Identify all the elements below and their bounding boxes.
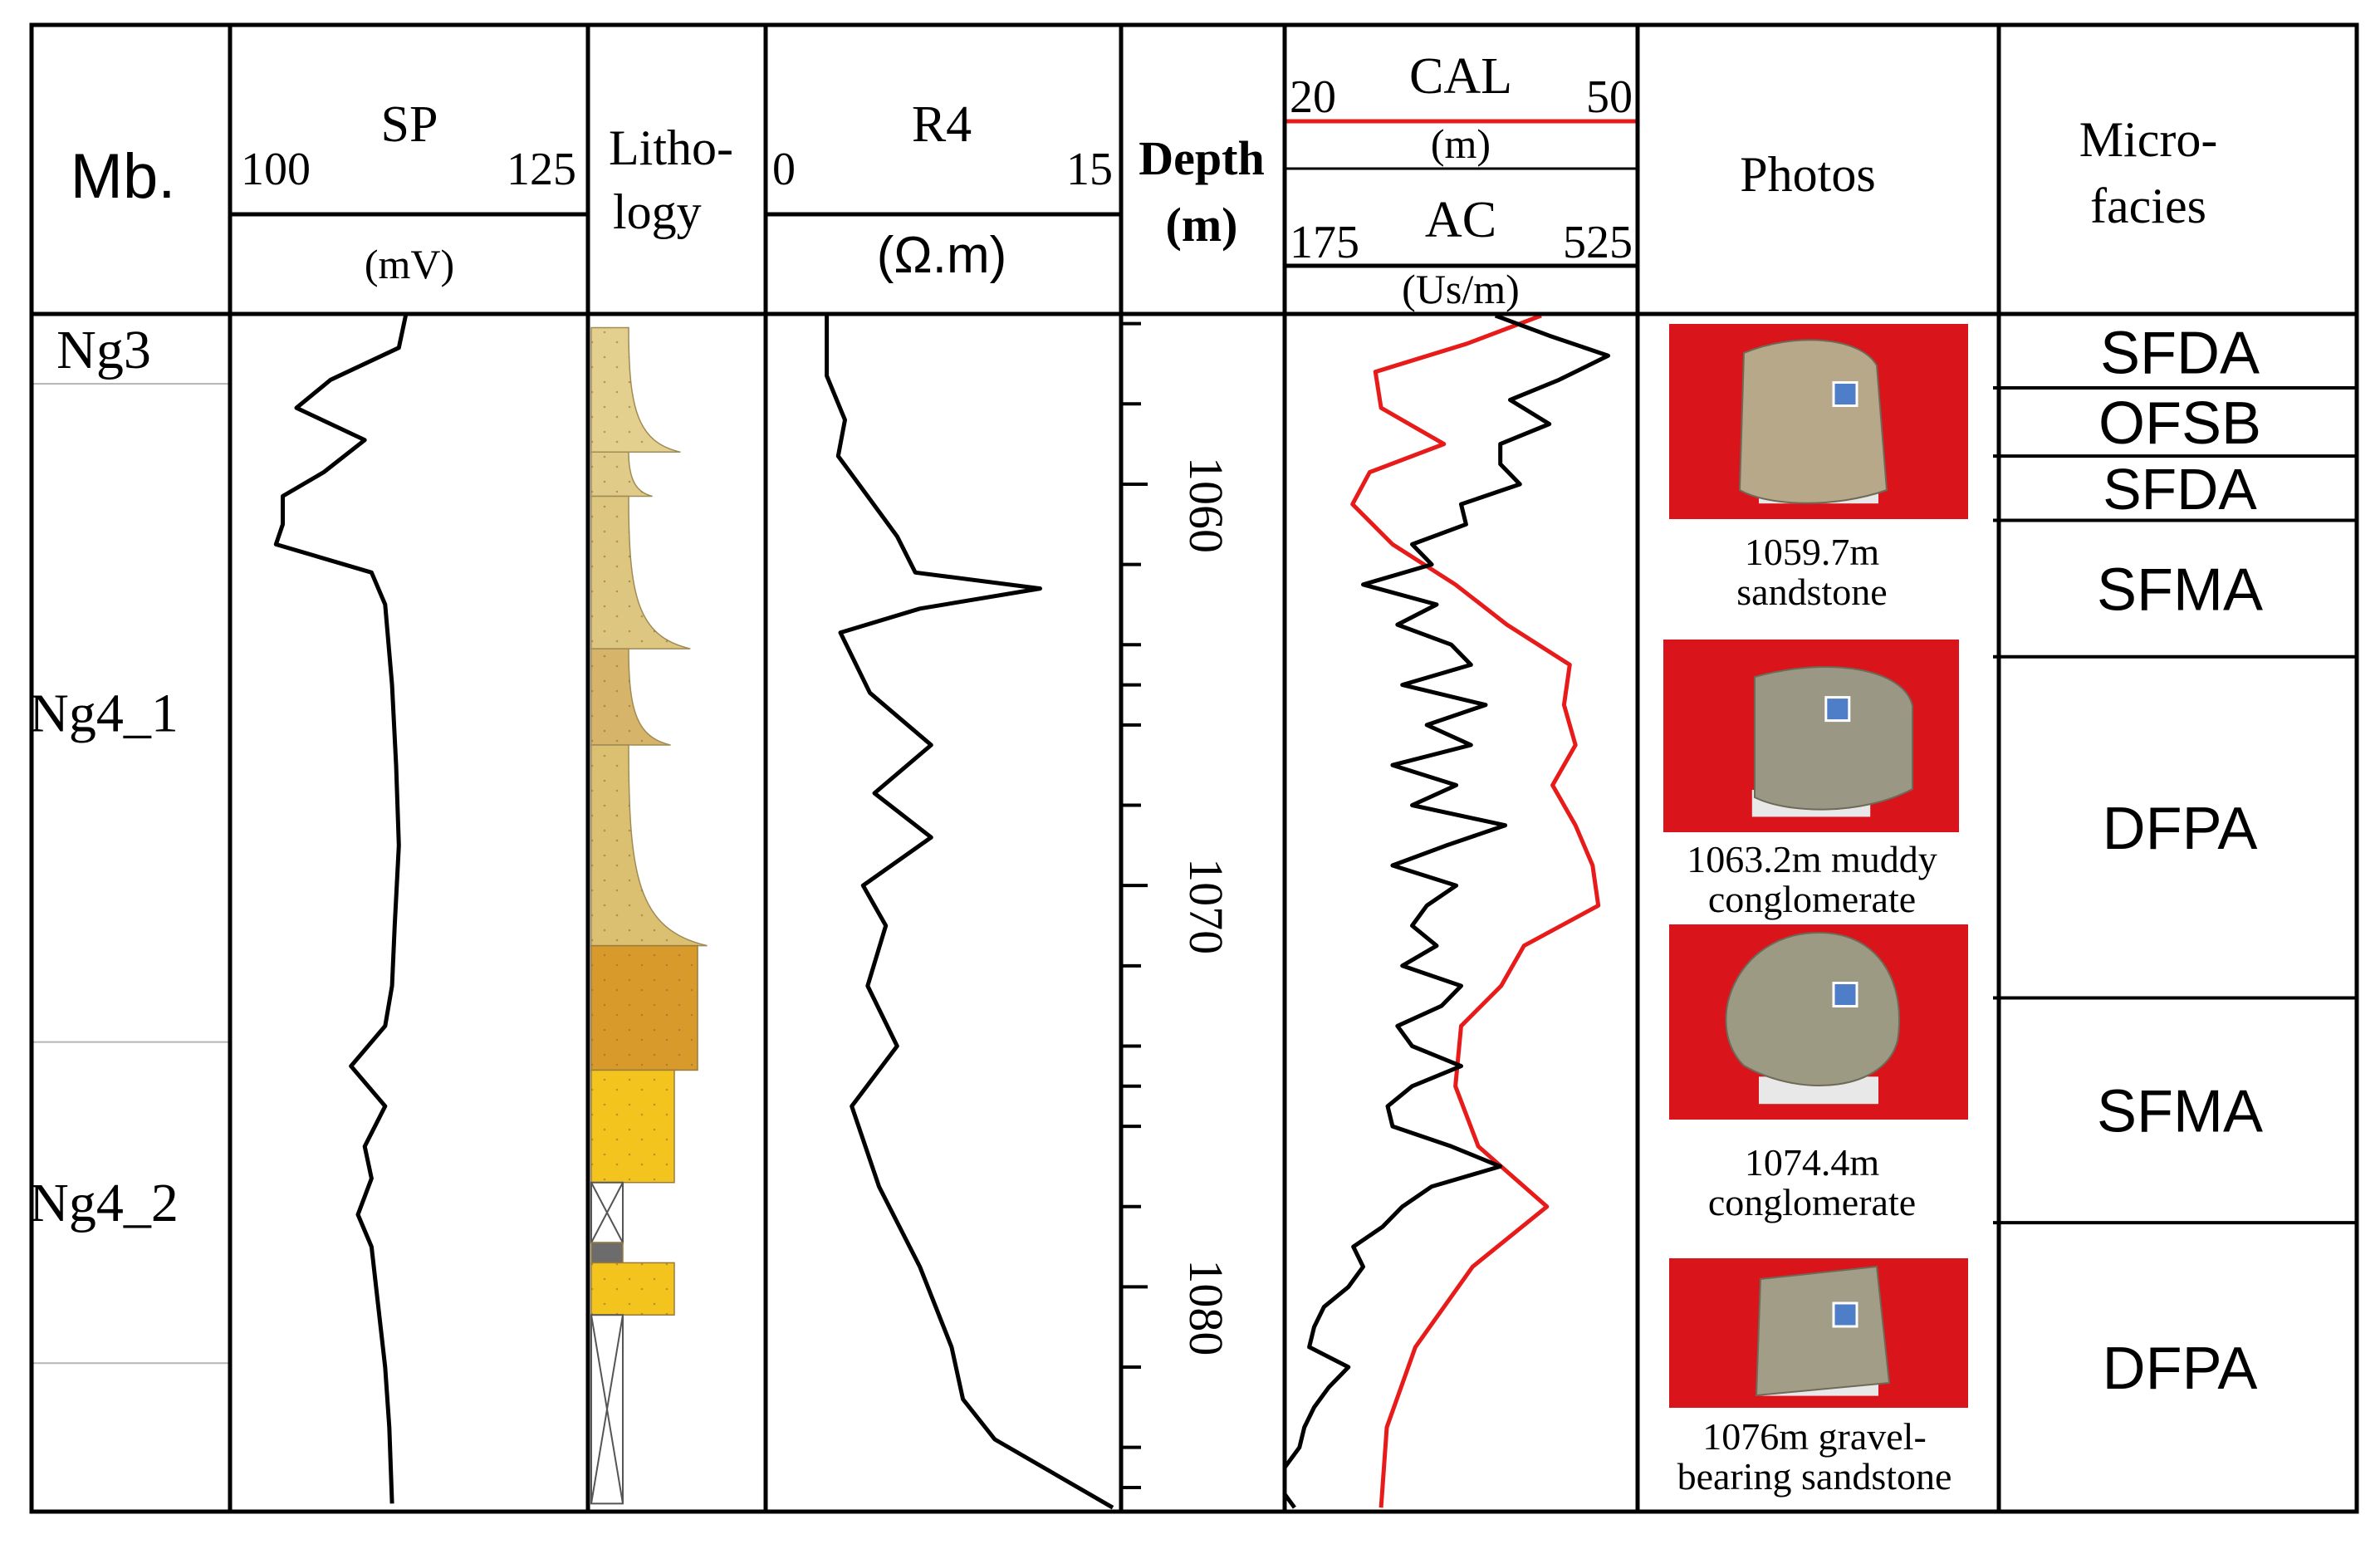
lithology-texture [591, 945, 698, 1071]
r4-curve [825, 316, 1114, 1510]
photo-caption-1-line1: 1059.7m [1745, 531, 1880, 573]
lithology-texture [591, 1262, 674, 1316]
lithology-texture [591, 327, 681, 453]
sp-curve [273, 316, 408, 1504]
lithology-cross [590, 1315, 624, 1504]
photo-caption-3-line1: 1074.4m [1745, 1141, 1880, 1184]
ac-max: 525 [1563, 217, 1633, 268]
core-sample [1755, 1265, 1891, 1397]
member-label: Ng4_1 [29, 683, 179, 743]
depth-track: 1060 1070 1080 [1123, 321, 1233, 1490]
depth-header-line2: (m) [1166, 198, 1238, 252]
depth-header-line1: Depth [1139, 131, 1264, 185]
ac-unit: (Us/m) [1402, 266, 1520, 312]
microfacies-label: SFDA [2103, 457, 2257, 522]
table-grid [29, 22, 2359, 1514]
depth-label-1070: 1070 [1179, 858, 1233, 954]
microfacies-label: SFMA [2097, 557, 2263, 624]
ac-curve [1285, 316, 1610, 1509]
core-sample [1754, 665, 1913, 811]
cal-unit: (m) [1431, 120, 1491, 167]
lithology-texture [591, 452, 653, 497]
scale-card [1832, 1301, 1858, 1328]
photo-caption-4-line1: 1076m gravel- [1702, 1415, 1927, 1458]
microfacies-label: DFPA [2103, 796, 2258, 862]
lithology-texture [591, 649, 671, 746]
photo-caption-4-line2: bearing sandstone [1677, 1455, 1952, 1497]
microfacies-header-line1: Micro- [2079, 112, 2218, 167]
scale-card [1824, 696, 1851, 723]
lithology-texture [591, 1070, 674, 1183]
lithology-header-line1: Litho- [609, 120, 733, 175]
sp-name: SP [381, 96, 438, 153]
sp-max: 125 [507, 144, 576, 195]
photo-caption-2-line2: conglomerate [1708, 878, 1916, 920]
ac-name: AC [1425, 192, 1496, 248]
member-header: Mb. [71, 141, 176, 212]
lithology-header-line2: logy [613, 184, 702, 239]
microfacies-header-line2: facies [2090, 179, 2206, 233]
sp-unit: (mV) [365, 241, 454, 287]
lithology-column [590, 326, 708, 1505]
core-sample [1725, 931, 1901, 1086]
ac-min: 175 [1290, 217, 1359, 268]
photo-caption-3-line2: conglomerate [1708, 1181, 1916, 1223]
r4-min: 0 [772, 144, 796, 195]
photo-caption-2-line1: 1063.2m muddy [1687, 838, 1937, 880]
microfacies-label: SFMA [2097, 1079, 2263, 1145]
sp-min: 100 [241, 144, 311, 195]
photos-column: 1059.7m sandstone 1063.2m muddy conglome… [1663, 324, 1968, 1497]
cal-curve [1350, 316, 1601, 1508]
cal-min: 20 [1290, 71, 1336, 123]
header-scale-lines [230, 119, 1638, 268]
depth-label-1060: 1060 [1179, 457, 1233, 553]
header-row: Mb. SP 100 125 (mV) Litho- logy R4 0 15 … [71, 48, 2218, 312]
member-label: Ng4_2 [29, 1173, 179, 1233]
cal-name: CAL [1409, 48, 1512, 105]
depth-label-1080: 1080 [1179, 1259, 1233, 1355]
r4-unit: (Ω.m) [877, 227, 1007, 284]
photos-header: Photos [1740, 147, 1875, 202]
lithology-texture [591, 496, 691, 649]
lithology-cross [590, 1182, 624, 1243]
scale-card [1832, 381, 1858, 407]
core-sample [1738, 339, 1888, 504]
scale-card [1832, 982, 1858, 1007]
microfacies-label: SFDA [2100, 320, 2260, 386]
cal-max: 50 [1586, 71, 1633, 123]
microfacies-label: OFSB [2098, 390, 2261, 457]
lithology-unit [590, 1242, 624, 1264]
r4-max: 15 [1066, 144, 1113, 195]
photo-caption-1-line2: sandstone [1736, 571, 1887, 613]
lithology-texture [591, 745, 708, 946]
r4-name: R4 [912, 96, 972, 153]
microfacies-label: DFPA [2103, 1336, 2258, 1402]
member-label: Ng3 [56, 320, 151, 380]
